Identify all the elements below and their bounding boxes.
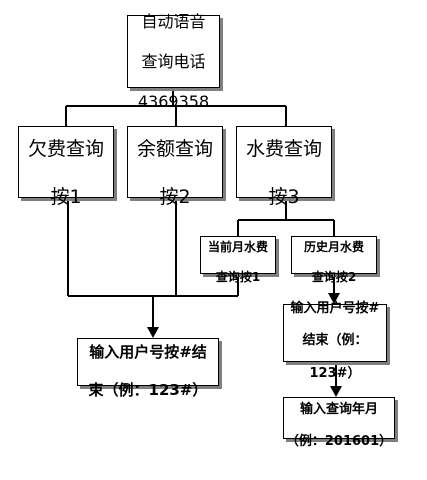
root-phone-number: 4369358 [137, 91, 210, 111]
input-side-line-1: 输入用户号按# [290, 300, 380, 316]
input-month-line-1: 输入查询年月 [299, 401, 378, 417]
input-side-line-3: 123#） [309, 365, 361, 381]
arrowhead-to-input-user-main [147, 327, 159, 338]
option-balance-query: 余额查询 按2 [127, 126, 223, 208]
option-2-line-2: 按2 [159, 185, 191, 208]
option-arrears-query: 欠费查询 按1 [18, 126, 114, 208]
option-3-line-1: 水费查询 [245, 138, 322, 161]
sub-2-line-1: 历史月水费 [303, 240, 364, 254]
root-line-2: 查询电话 [141, 51, 206, 71]
sub-1-line-1: 当前月水费 [207, 240, 268, 254]
sub-option-current-month: 当前月水费 查询按1 [200, 236, 276, 284]
option-water-fee-query: 水费查询 按3 [236, 126, 332, 208]
input-main-line-2: 束（例：123#） [88, 380, 208, 399]
sub-1-line-2: 查询按1 [215, 270, 261, 284]
option-3-line-2: 按3 [268, 185, 300, 208]
input-month-line-2: （例：201601） [285, 434, 393, 450]
input-user-number-side: 输入用户号按# 结束（例： 123#） [283, 300, 387, 381]
input-main-line-1: 输入用户号按#结 [89, 343, 207, 362]
input-query-year-month: 输入查询年月 （例：201601） [283, 397, 395, 449]
arrowhead-to-input-month [330, 386, 342, 397]
sub-2-line-2: 查询按2 [311, 270, 357, 284]
option-1-line-2: 按1 [50, 185, 82, 208]
root-line-1: 自动语音 [141, 11, 206, 31]
option-2-line-1: 余额查询 [136, 138, 213, 161]
arrowhead-to-input-user-side [328, 293, 340, 304]
sub-option-history-month: 历史月水费 查询按2 [291, 236, 377, 284]
root-node: 自动语音 查询电话 4369358 [127, 11, 220, 111]
option-1-line-1: 欠费查询 [27, 138, 104, 161]
input-side-line-2: 结束（例： [302, 333, 368, 348]
input-user-number-main: 输入用户号按#结 束（例：123#） [77, 338, 219, 399]
